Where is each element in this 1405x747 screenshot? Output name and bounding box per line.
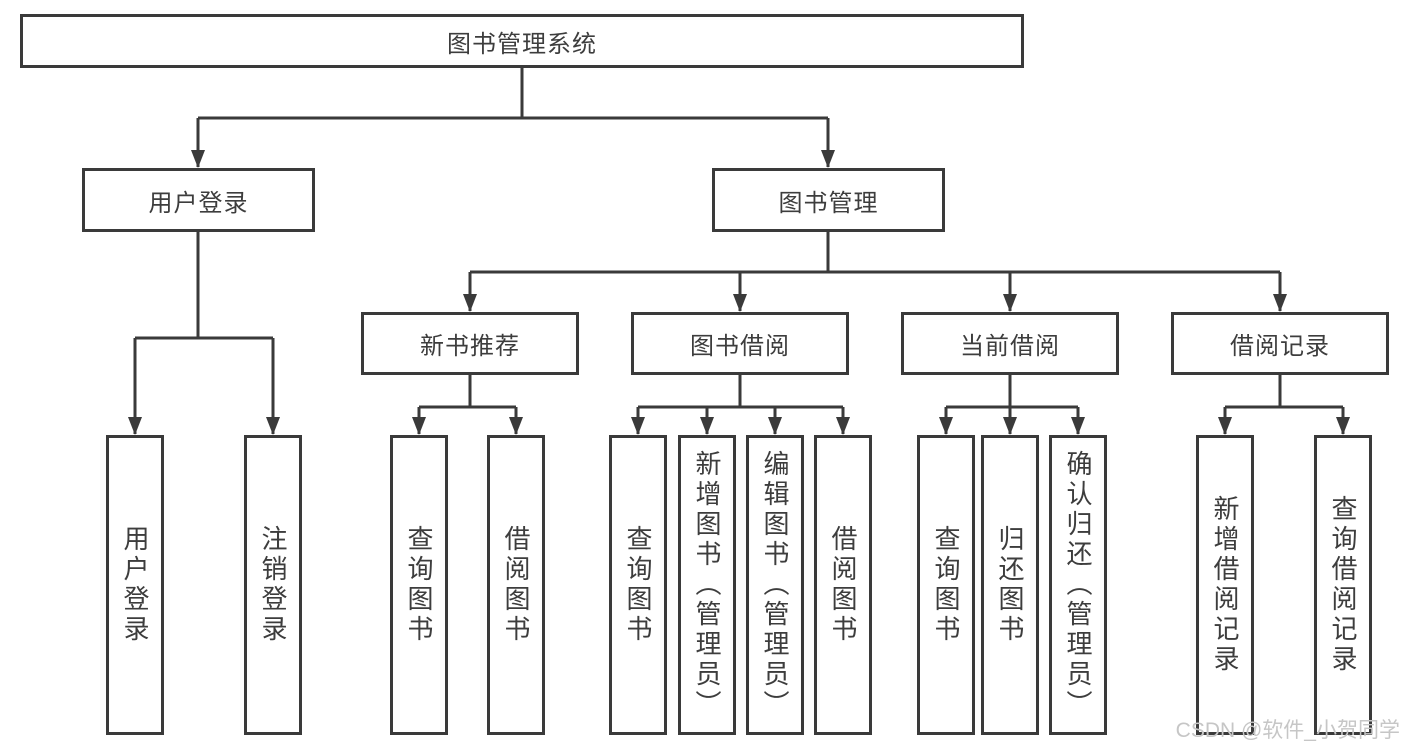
node-root-label: 图书管理系统 [447,30,597,58]
node-leaf-query-books-2: 查询图书 [609,435,667,735]
node-user-login-label: 用户登录 [148,189,249,217]
node-leaf-confirm-return-admin-label: 确认归还（管理员） [1063,450,1093,720]
node-leaf-borrow-books-1: 借阅图书 [487,435,545,735]
node-leaf-add-borrow-record: 新增借阅记录 [1196,435,1254,735]
node-leaf-query-books-3: 查询图书 [917,435,975,735]
node-leaf-borrow-books-2: 借阅图书 [814,435,872,735]
node-leaf-query-books-1-label: 查询图书 [404,525,434,645]
node-leaf-return-books-label: 归还图书 [995,525,1025,645]
node-leaf-edit-books-admin-label: 编辑图书（管理员） [760,450,790,720]
node-leaf-logout-label: 注销登录 [258,525,288,645]
node-current-borrow: 当前借阅 [901,312,1119,375]
node-leaf-logout: 注销登录 [244,435,302,735]
node-book-borrow: 图书借阅 [631,312,849,375]
node-leaf-user-login: 用户登录 [106,435,164,735]
node-leaf-query-borrow-record: 查询借阅记录 [1314,435,1372,735]
node-root-library-system: 图书管理系统 [20,14,1024,68]
node-leaf-borrow-books-1-label: 借阅图书 [501,525,531,645]
node-leaf-query-books-1: 查询图书 [390,435,448,735]
node-current-borrow-label: 当前借阅 [960,333,1060,360]
node-leaf-query-borrow-record-label: 查询借阅记录 [1328,495,1358,675]
node-user-login: 用户登录 [82,168,315,232]
node-leaf-add-books-admin: 新增图书（管理员） [678,435,736,735]
node-book-borrow-label: 图书借阅 [690,333,790,360]
node-leaf-add-borrow-record-label: 新增借阅记录 [1210,495,1240,675]
node-book-management-label: 图书管理 [778,189,879,217]
node-new-book-recommend: 新书推荐 [361,312,579,375]
node-borrow-records-label: 借阅记录 [1230,333,1330,360]
node-leaf-borrow-books-2-label: 借阅图书 [828,525,858,645]
node-book-management: 图书管理 [712,168,945,232]
node-leaf-query-books-2-label: 查询图书 [623,525,653,645]
node-leaf-user-login-label: 用户登录 [120,525,150,645]
node-leaf-confirm-return-admin: 确认归还（管理员） [1049,435,1107,735]
node-leaf-return-books: 归还图书 [981,435,1039,735]
node-leaf-edit-books-admin: 编辑图书（管理员） [746,435,804,735]
node-borrow-records: 借阅记录 [1171,312,1389,375]
node-new-book-recommend-label: 新书推荐 [420,333,520,360]
node-leaf-query-books-3-label: 查询图书 [931,525,961,645]
node-leaf-add-books-admin-label: 新增图书（管理员） [692,450,722,720]
